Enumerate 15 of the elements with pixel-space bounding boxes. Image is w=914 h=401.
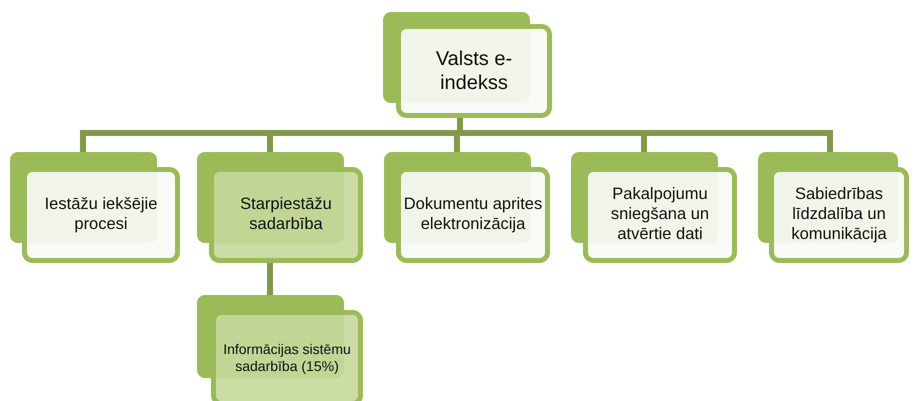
box-label: Informācijas sistēmu sadarbība (15%) (222, 340, 352, 376)
process-box (10, 152, 181, 264)
process-box (571, 152, 738, 264)
process-box (383, 12, 553, 119)
box-label: Valsts e-indekss (434, 47, 514, 96)
process-box (758, 152, 910, 264)
box-label: Sabiedrības līdzdalība un komunikācija (790, 184, 888, 245)
box-label: Iestāžu iekšējie procesi (44, 194, 158, 235)
box-label: Pakalpojumu sniegšana un atvērtie dati (610, 184, 710, 245)
connector-line (267, 260, 273, 295)
box-label: Starpiestāžu sadarbība (239, 194, 333, 235)
process-box (384, 152, 551, 264)
process-box (197, 295, 364, 401)
box-label: Dokumentu aprites elektronizācija (403, 194, 543, 235)
process-box (197, 152, 364, 264)
